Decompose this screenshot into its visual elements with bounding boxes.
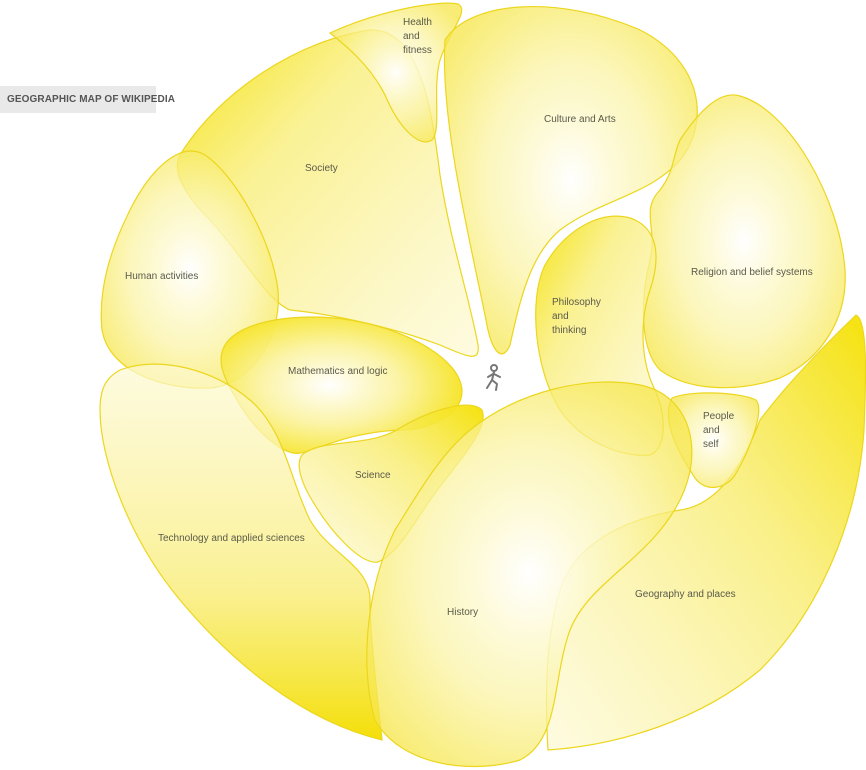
region-label: Human activities <box>125 271 198 282</box>
region-label: Culture and Arts <box>544 114 616 125</box>
region-history[interactable]: History <box>366 381 693 768</box>
region-label: People and self <box>703 411 737 450</box>
region-religion[interactable]: Religion and belief systems <box>642 94 846 389</box>
region-label: History <box>447 607 478 618</box>
region-label: Science <box>355 470 391 481</box>
region-label: Geography and places <box>635 589 736 600</box>
region-label: Philosophy and thinking <box>552 297 604 336</box>
map-title-box: GEOGRAPHIC MAP OF WIKIPEDIA <box>0 86 175 113</box>
region-label: Society <box>305 163 338 174</box>
region-label: Technology and applied sciences <box>158 533 305 544</box>
region-culture[interactable]: Culture and Arts <box>443 6 698 355</box>
region-label: Health and fitness <box>403 17 435 56</box>
region-label: Mathematics and logic <box>288 366 388 377</box>
region-health[interactable]: Health and fitness <box>328 2 463 143</box>
walking-person-icon <box>486 364 501 391</box>
region-label: Religion and belief systems <box>691 267 813 278</box>
map-title: GEOGRAPHIC MAP OF WIKIPEDIA <box>7 94 176 105</box>
